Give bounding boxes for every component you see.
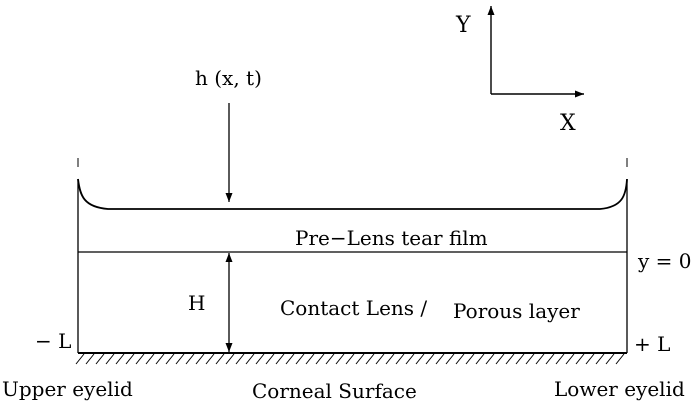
lower-eyelid-label: Lower eyelid xyxy=(554,377,685,401)
hatch-mark xyxy=(215,353,225,365)
hatch-mark xyxy=(455,353,465,365)
hatch-mark xyxy=(305,353,315,365)
hatch-mark xyxy=(435,353,445,365)
hatch-mark xyxy=(165,353,175,365)
hatch-mark xyxy=(615,353,625,365)
hatch-mark xyxy=(155,353,165,365)
hatch-mark xyxy=(415,353,425,365)
hatch-mark xyxy=(525,353,535,365)
hatch-mark xyxy=(595,353,605,365)
contact-lens-label: Contact Lens / xyxy=(280,296,427,320)
film-height-annotation: h (x, t) xyxy=(195,66,262,202)
hatch-mark xyxy=(335,353,345,365)
tear-film-label: Pre−Lens tear film xyxy=(295,226,488,250)
hatch-mark xyxy=(475,353,485,365)
corneal-surface-label: Corneal Surface xyxy=(252,379,417,403)
hatch-mark xyxy=(195,353,205,365)
hatch-mark xyxy=(485,353,495,365)
corneal-surface-hatching xyxy=(75,353,625,365)
film-height-label: h (x, t) xyxy=(195,66,262,90)
hatch-mark xyxy=(325,353,335,365)
plus-l-label: + L xyxy=(634,332,670,356)
hatch-mark xyxy=(285,353,295,365)
hatch-mark xyxy=(365,353,375,365)
hatch-mark xyxy=(265,353,275,365)
coordinate-axes: Y X xyxy=(455,6,584,136)
tear-film-surface xyxy=(77,178,628,210)
hatch-mark xyxy=(395,353,405,365)
hatch-mark xyxy=(385,353,395,365)
hatch-mark xyxy=(425,353,435,365)
hatch-mark xyxy=(95,353,105,365)
hatch-mark xyxy=(135,353,145,365)
hatch-mark xyxy=(495,353,505,365)
hatch-mark xyxy=(85,353,95,365)
hatch-mark xyxy=(185,353,195,365)
hatch-mark xyxy=(345,353,355,365)
hatch-mark xyxy=(315,353,325,365)
hatch-mark xyxy=(125,353,135,365)
upper-eyelid-label: Upper eyelid xyxy=(2,377,133,401)
hatch-mark xyxy=(515,353,525,365)
hatch-mark xyxy=(255,353,265,365)
hatch-mark xyxy=(465,353,475,365)
hatch-mark xyxy=(245,353,255,365)
hatch-mark xyxy=(585,353,595,365)
hatch-mark xyxy=(375,353,385,365)
hatch-mark xyxy=(205,353,215,365)
thickness-label: H xyxy=(188,291,205,315)
hatch-mark xyxy=(75,353,85,365)
y-axis-label: Y xyxy=(455,13,471,38)
hatch-mark xyxy=(225,353,235,365)
hatch-mark xyxy=(145,353,155,365)
hatch-mark xyxy=(115,353,125,365)
hatch-mark xyxy=(295,353,305,365)
hatch-mark xyxy=(505,353,515,365)
hatch-mark xyxy=(275,353,285,365)
minus-l-label: − L xyxy=(35,329,71,353)
hatch-mark xyxy=(565,353,575,365)
hatch-mark xyxy=(175,353,185,365)
hatch-mark xyxy=(355,353,365,365)
x-axis-label: X xyxy=(560,111,576,136)
hatch-mark xyxy=(405,353,415,365)
y-zero-label: y = 0 xyxy=(637,249,692,273)
hatch-mark xyxy=(535,353,545,365)
porous-layer-label: Porous layer xyxy=(453,299,580,323)
hatch-mark xyxy=(605,353,615,365)
hatch-mark xyxy=(445,353,455,365)
hatch-mark xyxy=(545,353,555,365)
hatch-mark xyxy=(555,353,565,365)
hatch-mark xyxy=(235,353,245,365)
hatch-mark xyxy=(105,353,115,365)
hatch-mark xyxy=(575,353,585,365)
